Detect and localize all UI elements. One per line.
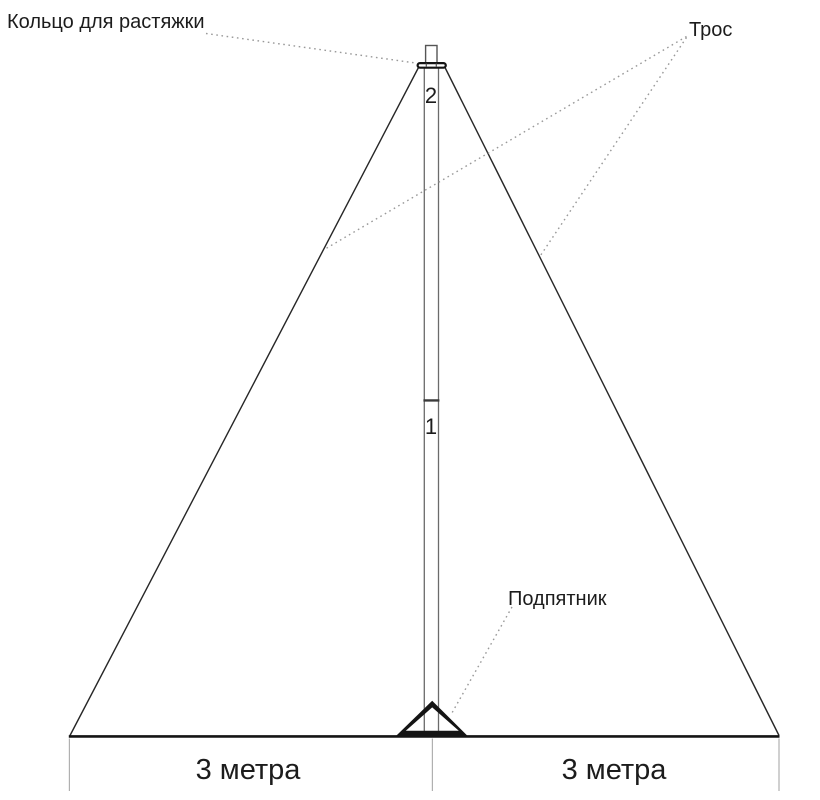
mast-top-stub (424, 44, 438, 66)
label-mast-section-1: 1 (425, 414, 437, 439)
label-guy-ring: Кольцо для растяжки (7, 11, 205, 33)
dimension-label-right: 3 метра (562, 754, 668, 786)
dimension-label-left: 3 метра (196, 754, 302, 786)
heel-plate-triangle (395, 700, 469, 737)
leader-cable-to-right-wire (539, 37, 688, 256)
leader-cable-to-left-wire (325, 35, 687, 250)
guy-wire-left (69, 67, 420, 736)
mast-section-upper (423, 66, 440, 402)
label-cable: Трос (689, 19, 732, 41)
guy-wire-right (444, 67, 780, 736)
label-mast-section-2: 2 (425, 83, 437, 108)
label-heel: Подпятник (508, 588, 607, 610)
guy-ring (416, 61, 447, 69)
mast-section-lower (423, 399, 440, 733)
